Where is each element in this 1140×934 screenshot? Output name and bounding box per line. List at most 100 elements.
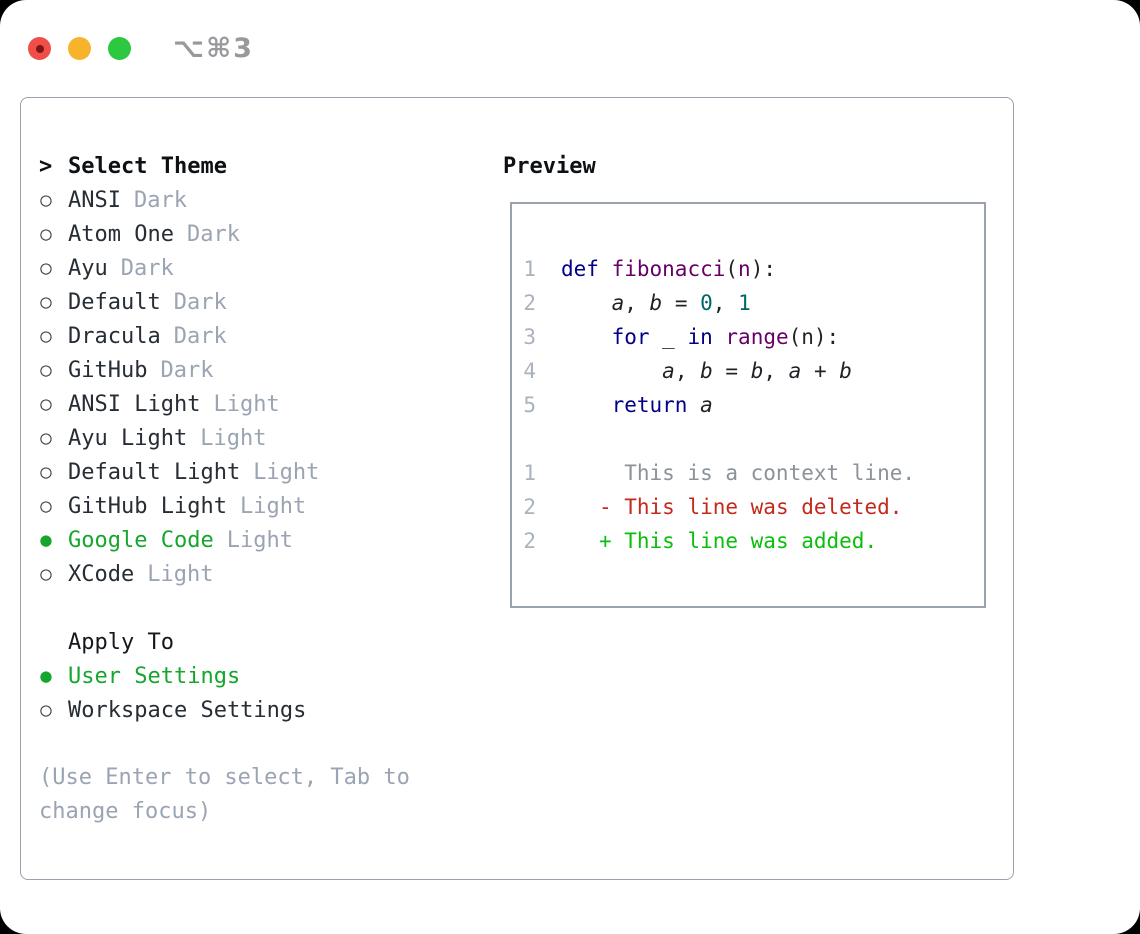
theme-option-label: GitHub Light: [68, 493, 227, 519]
theme-option-row[interactable]: ○ Default Light Light: [39, 455, 484, 489]
apply-to-option-label: Workspace Settings: [68, 697, 307, 723]
code-text: + This line was added.: [598, 529, 878, 553]
apply-to-option-row[interactable]: ○ Workspace Settings: [39, 693, 484, 727]
line-number: 4: [523, 359, 536, 383]
window-title: ⌥⌘3: [173, 33, 254, 64]
line-number: 2: [523, 291, 536, 315]
apply-to-option-label: User Settings: [68, 663, 241, 689]
radio-icon: ○: [40, 257, 52, 279]
theme-option-row[interactable]: ○ Ayu Light Light: [39, 421, 484, 455]
code-line: 5 return a: [522, 388, 984, 422]
theme-option-label: Google Code: [68, 527, 214, 553]
radio-icon: ○: [40, 427, 52, 449]
minimize-button-icon[interactable]: [68, 37, 91, 60]
theme-option-label: Default Light: [68, 459, 241, 485]
section-gap: [39, 591, 484, 625]
line-number: 3: [523, 325, 536, 349]
theme-option-label: Atom One: [68, 221, 174, 247]
theme-option-label: ANSI Light: [68, 391, 201, 417]
bullet-placeholder: [39, 625, 53, 659]
theme-option-row[interactable]: ○ GitHub Light Light: [39, 489, 484, 523]
radio-icon: ○: [40, 563, 52, 585]
theme-variant-tag: Dark: [173, 323, 227, 349]
prompt-caret-icon: >: [39, 153, 53, 179]
apply-to-header-row: Apply To: [39, 625, 484, 659]
theme-option-label: Ayu Light: [68, 425, 188, 451]
keyboard-hint-text: (Use Enter to select, Tab to change focu…: [39, 765, 410, 824]
maximize-button-icon[interactable]: [108, 37, 131, 60]
code-line: 1 This is a context line.: [522, 456, 984, 490]
code-line: 1 def fibonacci(n):: [522, 252, 984, 286]
radio-icon: ○: [40, 495, 52, 517]
radio-icon: ○: [40, 461, 52, 483]
theme-option-row[interactable]: ○ Dracula Dark: [39, 319, 484, 353]
radio-selected-icon: ●: [40, 529, 52, 551]
radio-icon: ○: [40, 223, 52, 245]
code-line: 4 a, b = b, a + b: [522, 354, 984, 388]
code-text: This is a context line.: [561, 461, 916, 485]
radio-selected-icon: ●: [40, 665, 52, 687]
code-text: a, b = b, a + b: [662, 359, 852, 383]
theme-option-row[interactable]: ○ ANSI Light Light: [39, 387, 484, 421]
apply-to-title: Apply To: [68, 629, 174, 655]
theme-option-row[interactable]: ○ XCode Light: [39, 557, 484, 591]
code-line: 2 + This line was added.: [522, 524, 984, 558]
theme-option-label: Dracula: [68, 323, 161, 349]
radio-icon: ○: [40, 699, 52, 721]
theme-variant-tag: Light: [200, 425, 267, 451]
theme-variant-tag: Light: [239, 493, 307, 519]
traffic-lights: [28, 37, 131, 60]
select-theme-title: Select Theme: [68, 153, 227, 179]
theme-option-row[interactable]: ○ Ayu Dark: [39, 251, 484, 285]
theme-variant-tag: Light: [213, 391, 280, 417]
line-number: 1: [523, 461, 536, 485]
theme-option-row[interactable]: ● Google Code Light: [39, 523, 484, 557]
code-text: def fibonacci(n):: [561, 257, 776, 281]
theme-variant-tag: Light: [226, 527, 293, 553]
theme-variant-tag: Dark: [186, 221, 240, 247]
theme-option-label: Ayu: [68, 255, 108, 281]
theme-option-row[interactable]: ○ Atom One Dark: [39, 217, 484, 251]
line-number: 5: [523, 393, 536, 417]
close-dot-icon: [35, 44, 44, 53]
theme-option-label: ANSI: [68, 187, 121, 213]
theme-variant-tag: Dark: [120, 255, 174, 281]
apply-to-list: ● User Settings ○ Workspace Settings: [39, 659, 484, 727]
code-line: 3 for _ in range(n):: [522, 320, 984, 354]
radio-icon: ○: [40, 359, 52, 381]
section-gap: [39, 727, 484, 761]
select-theme-header-row: > Select Theme: [39, 149, 484, 183]
code-line: 2 - This line was deleted.: [522, 490, 984, 524]
line-number: 2: [523, 495, 536, 519]
theme-variant-tag: Dark: [133, 187, 187, 213]
radio-icon: ○: [40, 393, 52, 415]
theme-option-row[interactable]: ○ Default Dark: [39, 285, 484, 319]
title-bar: ⌥⌘3: [0, 0, 1140, 97]
code-line: 2 a, b = 0, 1: [522, 286, 984, 320]
code-text: for _ in range(n):: [611, 325, 840, 349]
radio-icon: ○: [40, 291, 52, 313]
preview-title: Preview: [503, 153, 596, 179]
theme-variant-tag: Light: [253, 459, 320, 485]
theme-variant-tag: Dark: [160, 357, 214, 383]
code-line: [522, 422, 984, 456]
theme-variant-tag: Dark: [173, 289, 227, 315]
radio-icon: ○: [40, 325, 52, 347]
code-text: return a: [611, 393, 713, 417]
line-number: 1: [523, 257, 536, 281]
theme-option-label: Default: [68, 289, 161, 315]
code-text: - This line was deleted.: [598, 495, 903, 519]
theme-option-label: XCode: [68, 561, 135, 587]
theme-variant-tag: Light: [147, 561, 214, 587]
apply-to-option-row[interactable]: ● User Settings: [39, 659, 484, 693]
close-button-icon[interactable]: [28, 37, 51, 60]
code-text: a, b = 0, 1: [611, 291, 751, 315]
